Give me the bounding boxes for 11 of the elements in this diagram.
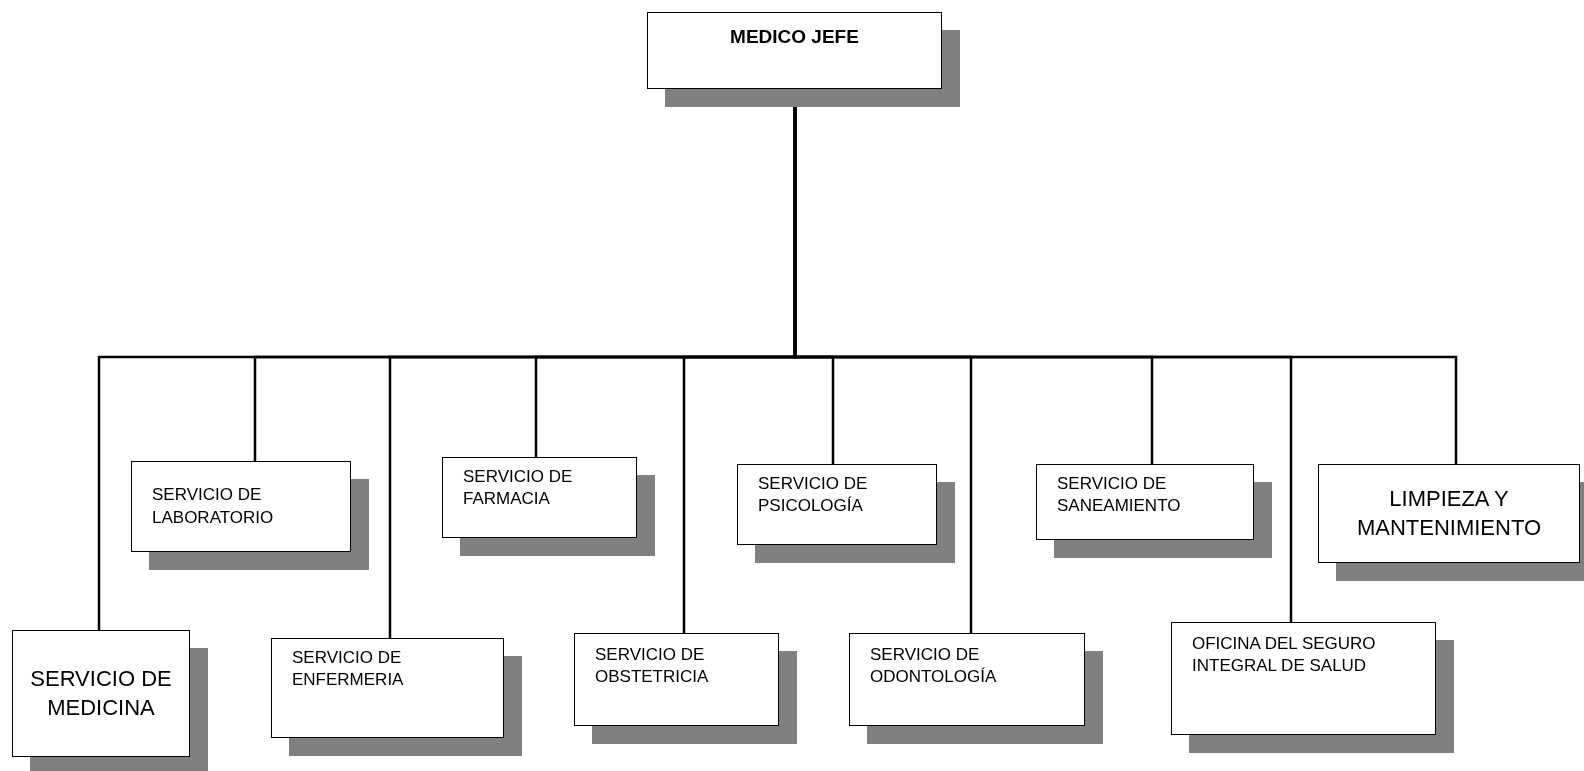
box-label: SERVICIO DE ODONTOLOGÍA <box>870 644 998 689</box>
box-label: SERVICIO DE ENFERMERIA <box>292 647 405 692</box>
box-label: SERVICIO DE PSICOLOGÍA <box>758 473 869 518</box>
box-label: SERVICIO DE FARMACIA <box>463 466 574 511</box>
box-label: SERVICIO DE OBSTETRICIA <box>595 644 710 689</box>
box-label: LIMPIEZA Y MANTENIMIENTO <box>1355 484 1543 542</box>
box-label: OFICINA DEL SEGURO INTEGRAL DE SALUD <box>1192 633 1377 678</box>
box-label: SERVICIO DE SANEAMIENTO <box>1057 473 1182 518</box>
box-label: SERVICIO DE MEDICINA <box>29 664 173 722</box>
box-label: MEDICO JEFE <box>730 25 859 49</box>
box-label: SERVICIO DE LABORATORIO <box>152 484 275 529</box>
